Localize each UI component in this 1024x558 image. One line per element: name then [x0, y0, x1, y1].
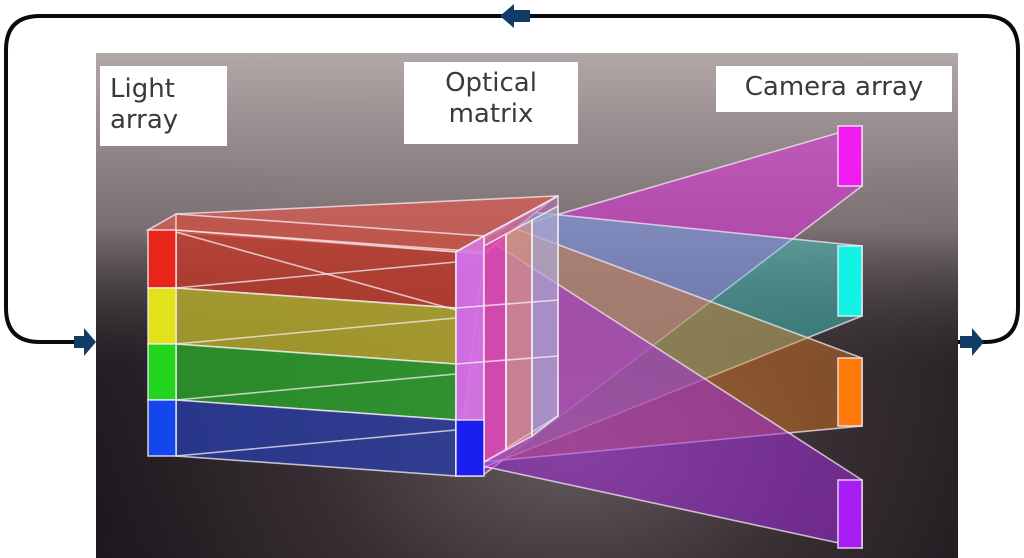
light-source-red [147, 229, 177, 289]
camera-purple [837, 479, 863, 549]
optical-matrix-label-text: Optical matrix [445, 68, 537, 129]
camera-orange [837, 357, 863, 427]
optical-matrix-blue-cell [455, 419, 485, 477]
camera-magenta [837, 125, 863, 187]
light-bands [145, 195, 559, 477]
input-arrow-icon [74, 328, 96, 356]
camera-array-label-text: Camera array [744, 72, 924, 102]
optical-matrix-stripe-1 [483, 232, 507, 464]
light-array-label-text: Light array [110, 74, 179, 135]
light-source-yellow [147, 287, 177, 345]
light-array [147, 229, 177, 457]
feedback-arrow-icon [500, 4, 530, 28]
optical-matrix-stripe-2 [505, 218, 533, 452]
optical-matrix-label: Optical matrix [404, 62, 578, 144]
light-array-label: Light array [100, 66, 227, 146]
light-source-blue [147, 399, 177, 457]
camera-array [837, 125, 863, 549]
light-source-green [147, 343, 177, 401]
camera-array-label: Camera array [716, 66, 952, 112]
optical-matrix [455, 194, 559, 478]
output-arrow-icon [960, 328, 984, 356]
feedback-loop [4, 4, 1020, 356]
optical-matrix-stripe-3 [531, 204, 559, 438]
camera-cyan [837, 245, 863, 317]
